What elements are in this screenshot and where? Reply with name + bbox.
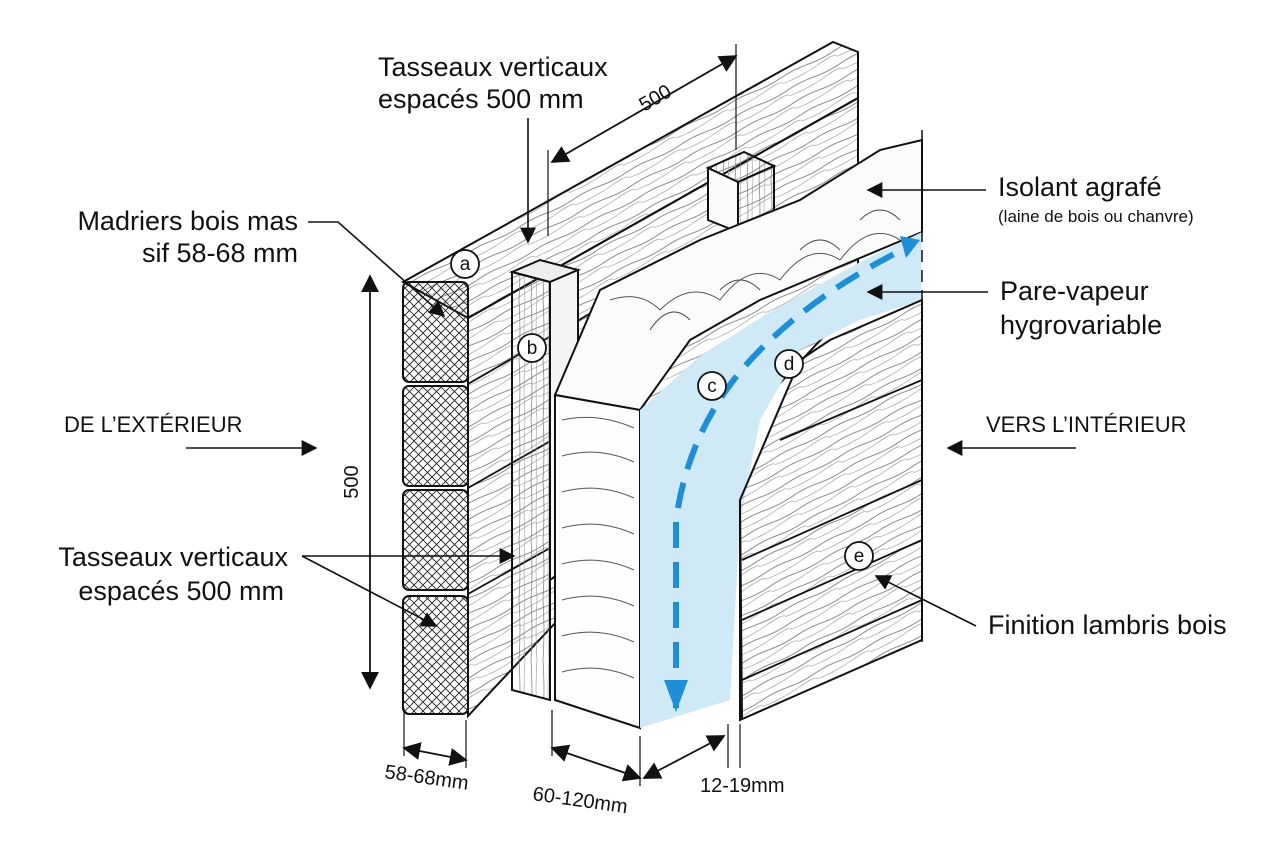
svg-text:b: b (527, 338, 538, 359)
marker-a: a (450, 249, 480, 279)
label-finish: Finition lambris bois (988, 610, 1227, 640)
label-planks-1: Madriers bois mas (77, 206, 298, 236)
svg-text:a: a (460, 254, 471, 275)
label-exterior: DE L’EXTÉRIEUR (64, 412, 243, 437)
log-end-2 (402, 385, 469, 487)
marker-d: d (774, 349, 804, 379)
wood-panelling (739, 130, 923, 722)
marker-e: e (844, 541, 874, 571)
label-top-battens-1: Tasseaux verticaux (378, 52, 608, 82)
log-end-3 (402, 489, 469, 591)
label-planks-2: sif 58-68 mm (142, 238, 298, 268)
svg-text:e: e (854, 546, 865, 567)
marker-b: b (517, 333, 547, 363)
log-end-1 (402, 281, 469, 383)
label-insulation-2: (laine de bois ou chanvre) (998, 207, 1194, 226)
svg-text:d: d (784, 354, 795, 375)
svg-text:c: c (707, 376, 717, 397)
label-vapour-1: Pare-vapeur (1000, 276, 1149, 306)
log-end-4 (402, 595, 469, 715)
label-interior: VERS L’INTÉRIEUR (986, 412, 1187, 437)
dim-planks: 58-68mm (383, 761, 470, 795)
vapour-barrier (640, 232, 922, 728)
dim-panelling: 12-19mm (700, 775, 784, 797)
marker-c: c (697, 371, 727, 401)
label-lower-battens-1: Tasseaux verticaux (58, 542, 288, 572)
dimension-lines (361, 44, 741, 786)
dim-insulation: 60-120mm (531, 783, 629, 818)
label-insulation-1: Isolant agrafé (998, 172, 1162, 202)
insulation-layer (553, 138, 923, 730)
dim-height: 500 (341, 465, 363, 498)
label-vapour-2: hygrovariable (1000, 310, 1162, 340)
label-lower-battens-2: espacés 500 mm (78, 576, 284, 606)
label-top-battens-2: espacés 500 mm (378, 84, 584, 114)
